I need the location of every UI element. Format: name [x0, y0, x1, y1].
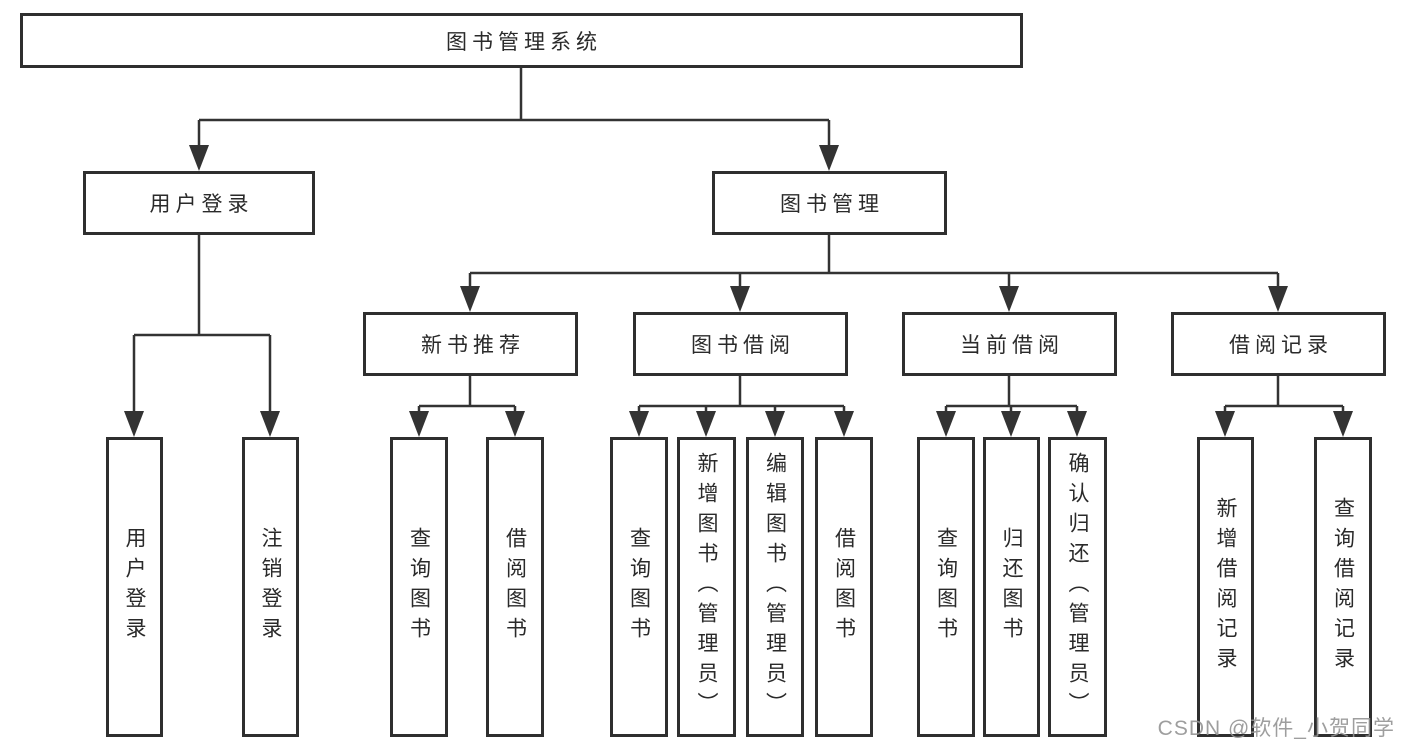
leaf-add-borrow-record-label: 新增借阅记录 — [1214, 497, 1237, 677]
connector-book-borrow-children — [637, 376, 846, 414]
node-book-management-label: 图书管理 — [780, 193, 884, 216]
leaf-add-borrow-record: 新增借阅记录 — [1197, 437, 1254, 737]
leaf-confirm-return-admin: 确认归还（管理员） — [1048, 437, 1107, 737]
connector-borrow-records-children — [1223, 376, 1345, 414]
leaf-borrow-query-books: 查询图书 — [610, 437, 668, 737]
node-new-book-recommend: 新书推荐 — [363, 312, 578, 376]
leaf-logout-label: 注销登录 — [259, 527, 282, 647]
leaf-edit-books-admin: 编辑图书（管理员） — [746, 437, 804, 737]
leaf-borrow-books: 借阅图书 — [815, 437, 873, 737]
leaf-recommend-query-books: 查询图书 — [390, 437, 448, 737]
node-book-management: 图书管理 — [712, 171, 947, 235]
node-user-login: 用户登录 — [83, 171, 315, 235]
leaf-current-query-books-label: 查询图书 — [934, 527, 958, 647]
csdn-watermark: CSDN @软件_小贺同学 — [1157, 717, 1395, 740]
leaf-current-query-books: 查询图书 — [917, 437, 975, 737]
node-root-system: 图书管理系统 — [20, 13, 1023, 68]
node-current-borrow: 当前借阅 — [902, 312, 1117, 376]
leaf-borrow-query-books-label: 查询图书 — [627, 527, 651, 647]
leaf-borrow-books-label: 借阅图书 — [832, 527, 856, 647]
leaf-user-login: 用户登录 — [106, 437, 163, 737]
node-new-book-recommend-label: 新书推荐 — [421, 334, 525, 357]
node-user-login-label: 用户登录 — [149, 193, 254, 216]
leaf-return-books-label: 归还图书 — [1000, 527, 1023, 647]
leaf-recommend-borrow-books: 借阅图书 — [486, 437, 544, 737]
node-borrow-records-label: 借阅记录 — [1229, 334, 1333, 357]
arrowheads-group — [124, 145, 1353, 437]
leaf-user-login-label: 用户登录 — [123, 527, 146, 647]
connector-root-to-level2 — [197, 68, 831, 150]
leaf-add-books-admin: 新增图书（管理员） — [677, 437, 736, 737]
leaf-edit-books-admin-label: 编辑图书（管理员） — [763, 452, 787, 722]
leaf-recommend-query-books-label: 查询图书 — [407, 527, 431, 647]
node-current-borrow-label: 当前借阅 — [960, 334, 1064, 357]
leaf-logout: 注销登录 — [242, 437, 299, 737]
connector-book-management-children — [468, 235, 1280, 290]
node-book-borrow: 图书借阅 — [633, 312, 848, 376]
leaf-add-books-admin-label: 新增图书（管理员） — [695, 452, 718, 722]
node-root-label: 图书管理系统 — [446, 30, 602, 54]
leaf-recommend-borrow-books-label: 借阅图书 — [503, 527, 527, 647]
leaf-query-borrow-record: 查询借阅记录 — [1314, 437, 1372, 737]
leaf-return-books: 归还图书 — [983, 437, 1040, 737]
leaf-query-borrow-record-label: 查询借阅记录 — [1331, 497, 1355, 677]
connector-user-login-children — [132, 235, 272, 414]
leaf-confirm-return-admin-label: 确认归还（管理员） — [1066, 452, 1089, 722]
node-borrow-records: 借阅记录 — [1171, 312, 1386, 376]
node-book-borrow-label: 图书借阅 — [691, 334, 795, 357]
connector-current-borrow-children — [944, 376, 1079, 414]
connector-new-book-children — [417, 376, 517, 414]
